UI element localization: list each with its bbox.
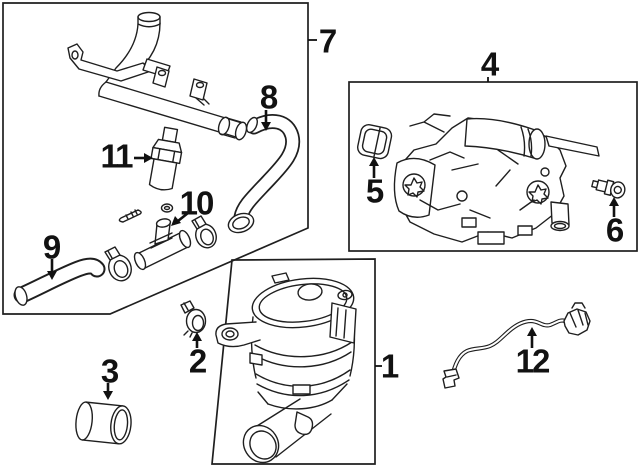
callout-label-1[interactable]: 1 [380, 347, 399, 385]
hose-8-art [227, 114, 301, 234]
callout-label-6[interactable]: 6 [605, 211, 624, 249]
clamp-2-art [180, 300, 207, 338]
gasket-art [356, 124, 393, 160]
group-box-valve [348, 77, 638, 252]
callout-label-12[interactable]: 12 [515, 342, 551, 380]
callout-label-3[interactable]: 3 [100, 352, 119, 390]
air-pipe-art [67, 11, 248, 141]
callout-label-10[interactable]: 10 [179, 184, 215, 222]
callout-label-5[interactable]: 5 [365, 172, 384, 210]
group-box-pipe-kit [2, 2, 317, 315]
bolt-art [591, 179, 626, 199]
sensor-art [148, 126, 183, 191]
callout-arrows [47, 110, 619, 400]
hose-9-art [13, 257, 106, 306]
tee-connector-art [104, 203, 217, 282]
callout-label-9[interactable]: 9 [42, 228, 61, 266]
harness-art [442, 302, 591, 389]
callout-label-2[interactable]: 2 [188, 342, 207, 380]
callout-label-4[interactable]: 4 [480, 45, 499, 83]
callout-label-7[interactable]: 7 [318, 22, 337, 60]
callout-label-8[interactable]: 8 [259, 78, 278, 116]
callout-label-11[interactable]: 11 [100, 137, 134, 175]
group-box-pump [211, 258, 382, 465]
valve-assembly-art [393, 113, 600, 245]
sleeve-art [75, 401, 132, 445]
air-pump-art [215, 272, 357, 464]
